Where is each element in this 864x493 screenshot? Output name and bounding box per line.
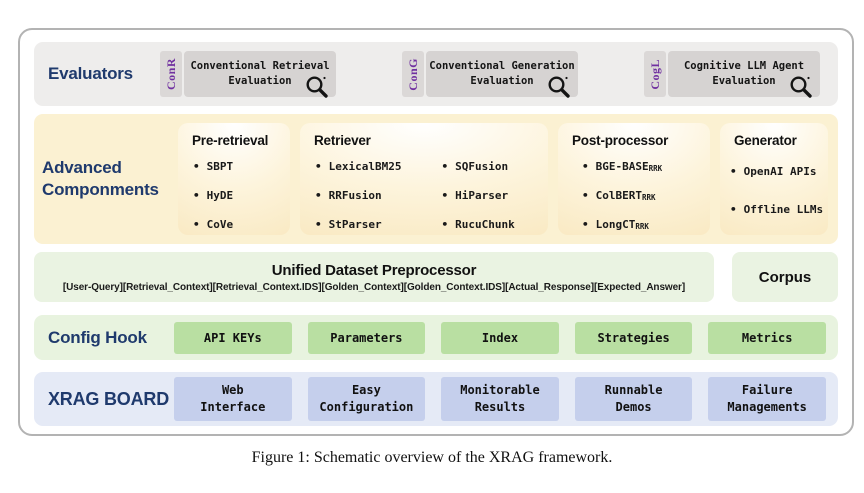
item-base: ColBERT: [595, 189, 642, 202]
cong-box: Conventional Generation Evaluation: [426, 51, 578, 98]
board-buttons: Web Interface Easy Configuration Monitor…: [174, 377, 826, 421]
evaluator-cogl: CogL Cognitive LLM Agent Evaluation: [644, 51, 820, 98]
list-item: OpenAI APIs: [730, 152, 818, 190]
cong-line2: Evaluation: [470, 75, 534, 87]
list-item: HyDE: [193, 181, 280, 210]
pre-retrieval-panel: Pre-retrieval SBPT HyDE CoVe: [178, 123, 290, 235]
board-runnable-demos: Runnable Demos: [574, 377, 693, 421]
xrag-board-label: XRAG BOARD: [48, 388, 170, 409]
evaluators-label: Evaluators: [48, 64, 133, 83]
xrag-framework-diagram: Evaluators ConR Conventional Retrieval E…: [18, 28, 854, 436]
advanced-label-line1: Advanced: [42, 157, 122, 177]
board-btn-line1: Runnable: [604, 383, 663, 398]
cogl-tag: CogL: [644, 51, 666, 97]
config-hook-label: Config Hook: [48, 327, 147, 347]
board-easy-configuration: Easy Configuration: [307, 377, 426, 421]
retriever-title: Retriever: [314, 133, 371, 148]
magnifier-icon: [790, 76, 812, 98]
advanced-components-row: Advanced Componments Pre-retrieval SBPT …: [34, 114, 838, 244]
board-btn-line2: Configuration: [319, 400, 414, 414]
item-base: BGE-BASE: [595, 160, 649, 173]
xrag-board-row: XRAG BOARD Web Interface Easy Configurat…: [34, 372, 838, 426]
unified-dataset-preprocessor: Unified Dataset Preprocessor [User-Query…: [34, 252, 714, 302]
board-btn-line2: Demos: [615, 400, 652, 414]
figure-caption: Figure 1: Schematic overview of the XRAG…: [251, 449, 613, 466]
evaluator-conr: ConR Conventional Retrieval Evaluation: [160, 51, 336, 98]
item-subscript: RRK: [648, 164, 663, 173]
advanced-components-label: Advanced Componments: [42, 157, 168, 201]
unified-dataset-title: Unified Dataset Preprocessor: [271, 261, 477, 279]
list-item: Offline LLMs: [730, 190, 823, 228]
board-btn-line1: Failure: [741, 383, 793, 398]
list-item: SQFusion: [441, 152, 514, 181]
cong-tag: ConG: [402, 51, 424, 97]
list-item: SBPT: [193, 152, 280, 181]
cogl-line2: Evaluation: [712, 75, 776, 87]
pre-retrieval-items: SBPT HyDE CoVe: [188, 152, 280, 239]
evaluators-row: Evaluators ConR Conventional Retrieval E…: [34, 42, 838, 106]
list-item: CoVe: [193, 210, 280, 239]
config-api-keys: API KEYs: [174, 321, 292, 354]
list-item: RRFusion: [315, 181, 401, 210]
cogl-tag-label: CogL: [647, 58, 662, 90]
cogl-box: Cognitive LLM Agent Evaluation: [668, 51, 820, 98]
board-btn-line1: Web: [221, 383, 244, 398]
pre-retrieval-title: Pre-retrieval: [192, 133, 269, 148]
corpus-box: Corpus: [732, 252, 838, 302]
board-btn-line1: Easy: [351, 383, 381, 398]
config-hook-row: Config Hook API KEYs Parameters Index St…: [34, 315, 838, 360]
evaluator-cong: ConG Conventional Generation Evaluation: [402, 51, 578, 98]
item-subscript: RRK: [635, 222, 649, 231]
list-item: RucuChunk: [441, 210, 515, 239]
config-buttons: API KEYs Parameters Index Strategies Met…: [174, 321, 826, 354]
list-item: HiParser: [441, 181, 514, 210]
config-index: Index: [441, 321, 559, 354]
board-btn-line2: Managements: [727, 400, 807, 414]
evaluator-groups: ConR Conventional Retrieval Evaluation: [160, 51, 820, 98]
cong-line1: Conventional Generation: [429, 59, 575, 72]
config-strategies: Strategies: [574, 321, 693, 354]
conr-box: Conventional Retrieval Evaluation: [184, 51, 336, 98]
dataset-token-fields: [User-Query][Retrieval_Context][Retrieva…: [62, 281, 686, 293]
generator-title: Generator: [734, 133, 797, 148]
board-failure-managements: Failure Managements: [708, 377, 826, 421]
board-btn-line2: Interface: [200, 400, 266, 414]
board-web-interface: Web Interface: [174, 377, 292, 421]
list-item: LexicalBM25: [315, 152, 402, 181]
magnifier-icon: [306, 76, 328, 98]
cong-tag-label: ConG: [405, 57, 420, 91]
retriever-column-2: SQFusion HiParser RucuChunk: [441, 152, 515, 239]
retriever-column-1: LexicalBM25 RRFusion StParser: [315, 152, 402, 239]
retriever-panel: Retriever LexicalBM25 RRFusion StParser …: [300, 123, 548, 235]
board-btn-line1: Monitorable: [460, 383, 540, 398]
item-subscript: RRK: [641, 193, 656, 202]
post-processor-title: Post-processor: [572, 133, 669, 148]
retriever-items: LexicalBM25 RRFusion StParser SQFusion H…: [310, 152, 538, 239]
board-btn-line2: Results: [474, 400, 526, 414]
item-base: LongCT: [595, 218, 636, 231]
conr-line2: Evaluation: [228, 75, 292, 87]
conr-tag: ConR: [160, 51, 182, 97]
generator-items: OpenAI APIs Offline LLMs: [730, 152, 823, 228]
config-parameters: Parameters: [307, 321, 426, 354]
generator-panel: Generator OpenAI APIs Offline LLMs: [720, 123, 828, 235]
dataset-row: Unified Dataset Preprocessor [User-Query…: [34, 252, 838, 302]
list-item: StParser: [315, 210, 401, 239]
board-monitorable-results: Monitorable Results: [441, 377, 559, 421]
advanced-label-line2: Componments: [42, 180, 159, 199]
conr-line1: Conventional Retrieval: [190, 59, 330, 72]
config-metrics: Metrics: [708, 321, 826, 354]
magnifier-icon: [548, 76, 570, 98]
conr-tag-label: ConR: [163, 57, 178, 90]
cogl-line1: Cognitive LLM Agent: [683, 59, 805, 72]
